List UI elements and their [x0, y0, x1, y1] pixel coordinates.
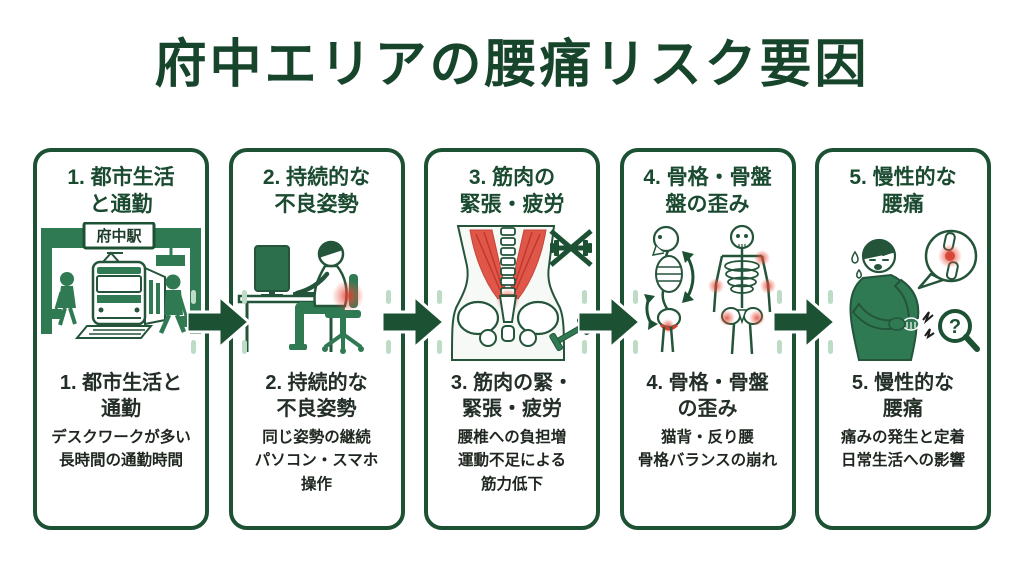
right-arrow-icon [577, 290, 642, 354]
station-sign: 府中駅 [82, 222, 156, 250]
no-exercise-icon [549, 229, 593, 267]
joint-pain-glow [753, 250, 770, 266]
station-sign-label: 府中駅 [96, 227, 142, 245]
flow-gap-4 [773, 148, 838, 530]
step-1-subtitle: 1. 都市生活と 通勤 [59, 372, 183, 420]
magnifier-question-mark: ? [949, 316, 961, 338]
monitor-icon [253, 245, 290, 297]
step-card-1: 1. 都市生活 と通勤 府中駅 [33, 148, 209, 530]
right-arrow-icon [186, 290, 251, 354]
commuter-woman [49, 272, 77, 326]
step-3-description: 腰椎への負担増 運動不足による 筋力低下 [457, 429, 567, 493]
step-1-illustration: 府中駅 [37, 222, 205, 362]
step-3-header: 3. 筋肉の 緊張・疲労 [459, 166, 565, 217]
desk-worker-icon [237, 240, 364, 354]
skeleton-front-view [707, 224, 776, 355]
pain-sparks [922, 311, 935, 340]
step-card-5: 5. 慢性的な 腰痛 [815, 148, 991, 530]
step-2-description: 同じ姿勢の継続 パソコン・スマホ 操作 [254, 429, 379, 493]
step-card-2: 2. 持続的な 不良姿勢 [228, 148, 405, 530]
step-1-description: デスクワークが多い 長時間の通勤時間 [51, 429, 191, 470]
step-2-subtitle: 2. 持続的な 不良姿勢 [265, 372, 368, 420]
back-pain-man-icon: ? [849, 229, 980, 361]
step-5-illustration: ? [819, 222, 987, 362]
step-4-header: 4. 骨格・骨盤 盤の歪み [643, 166, 772, 217]
joint-pain-glow [748, 310, 765, 326]
step-card-3: 3. 筋肉の 緊張・疲労 [424, 148, 600, 530]
step-card-4: 4. 骨格・骨盤 盤の歪み [619, 148, 796, 530]
joint-pain-glow [707, 278, 724, 294]
pelvis [456, 295, 560, 347]
magnifier-icon: ? [938, 309, 980, 352]
step-5-description: 痛みの発生と定着 日常生活への影響 [840, 429, 965, 470]
step-2-illustration [233, 222, 401, 362]
flow-gap-3 [577, 148, 642, 530]
flow-gap-2 [382, 148, 447, 530]
step-4-description: 猫背・反り腰 骨格バランスの崩れ [637, 429, 778, 470]
skeletons-icon [643, 224, 776, 355]
step-5-header: 5. 慢性的な 腰痛 [849, 166, 957, 217]
skeleton-side-view [651, 225, 683, 353]
platform-track [74, 325, 154, 339]
step-1-header: 1. 都市生活 と通勤 [67, 166, 175, 217]
flow-diagram: 1. 都市生活 と通勤 府中駅 [33, 148, 991, 530]
spine [500, 227, 516, 296]
step-5-subtitle: 5. 慢性的な 腰痛 [851, 372, 955, 420]
step-4-illustration [624, 222, 792, 362]
train-icon [91, 251, 166, 326]
page-title: 府中エリアの腰痛リスク要因 [154, 36, 870, 94]
joint-pain-glow [718, 310, 735, 326]
right-arrow-icon [382, 290, 447, 354]
back-pain-glow [331, 280, 364, 312]
step-3-subtitle: 3. 筋肉の緊・ 緊張・疲労 [450, 372, 574, 420]
step-4-subtitle: 4. 骨格・骨盤 の歪み [646, 372, 769, 420]
pain-man [849, 238, 920, 361]
joint-pain-glow [759, 278, 776, 294]
curve-arrows [643, 251, 694, 330]
sweat-drops [851, 250, 862, 279]
lower-back-muscles-icon [450, 225, 593, 361]
step-3-illustration [428, 222, 596, 362]
flow-gap-1 [186, 148, 251, 530]
right-arrow-icon [773, 290, 838, 354]
speech-bubble-inflamed-joint [917, 229, 978, 290]
step-2-header: 2. 持続的な 不良姿勢 [262, 166, 371, 217]
train-station-icon: 府中駅 [41, 222, 201, 339]
